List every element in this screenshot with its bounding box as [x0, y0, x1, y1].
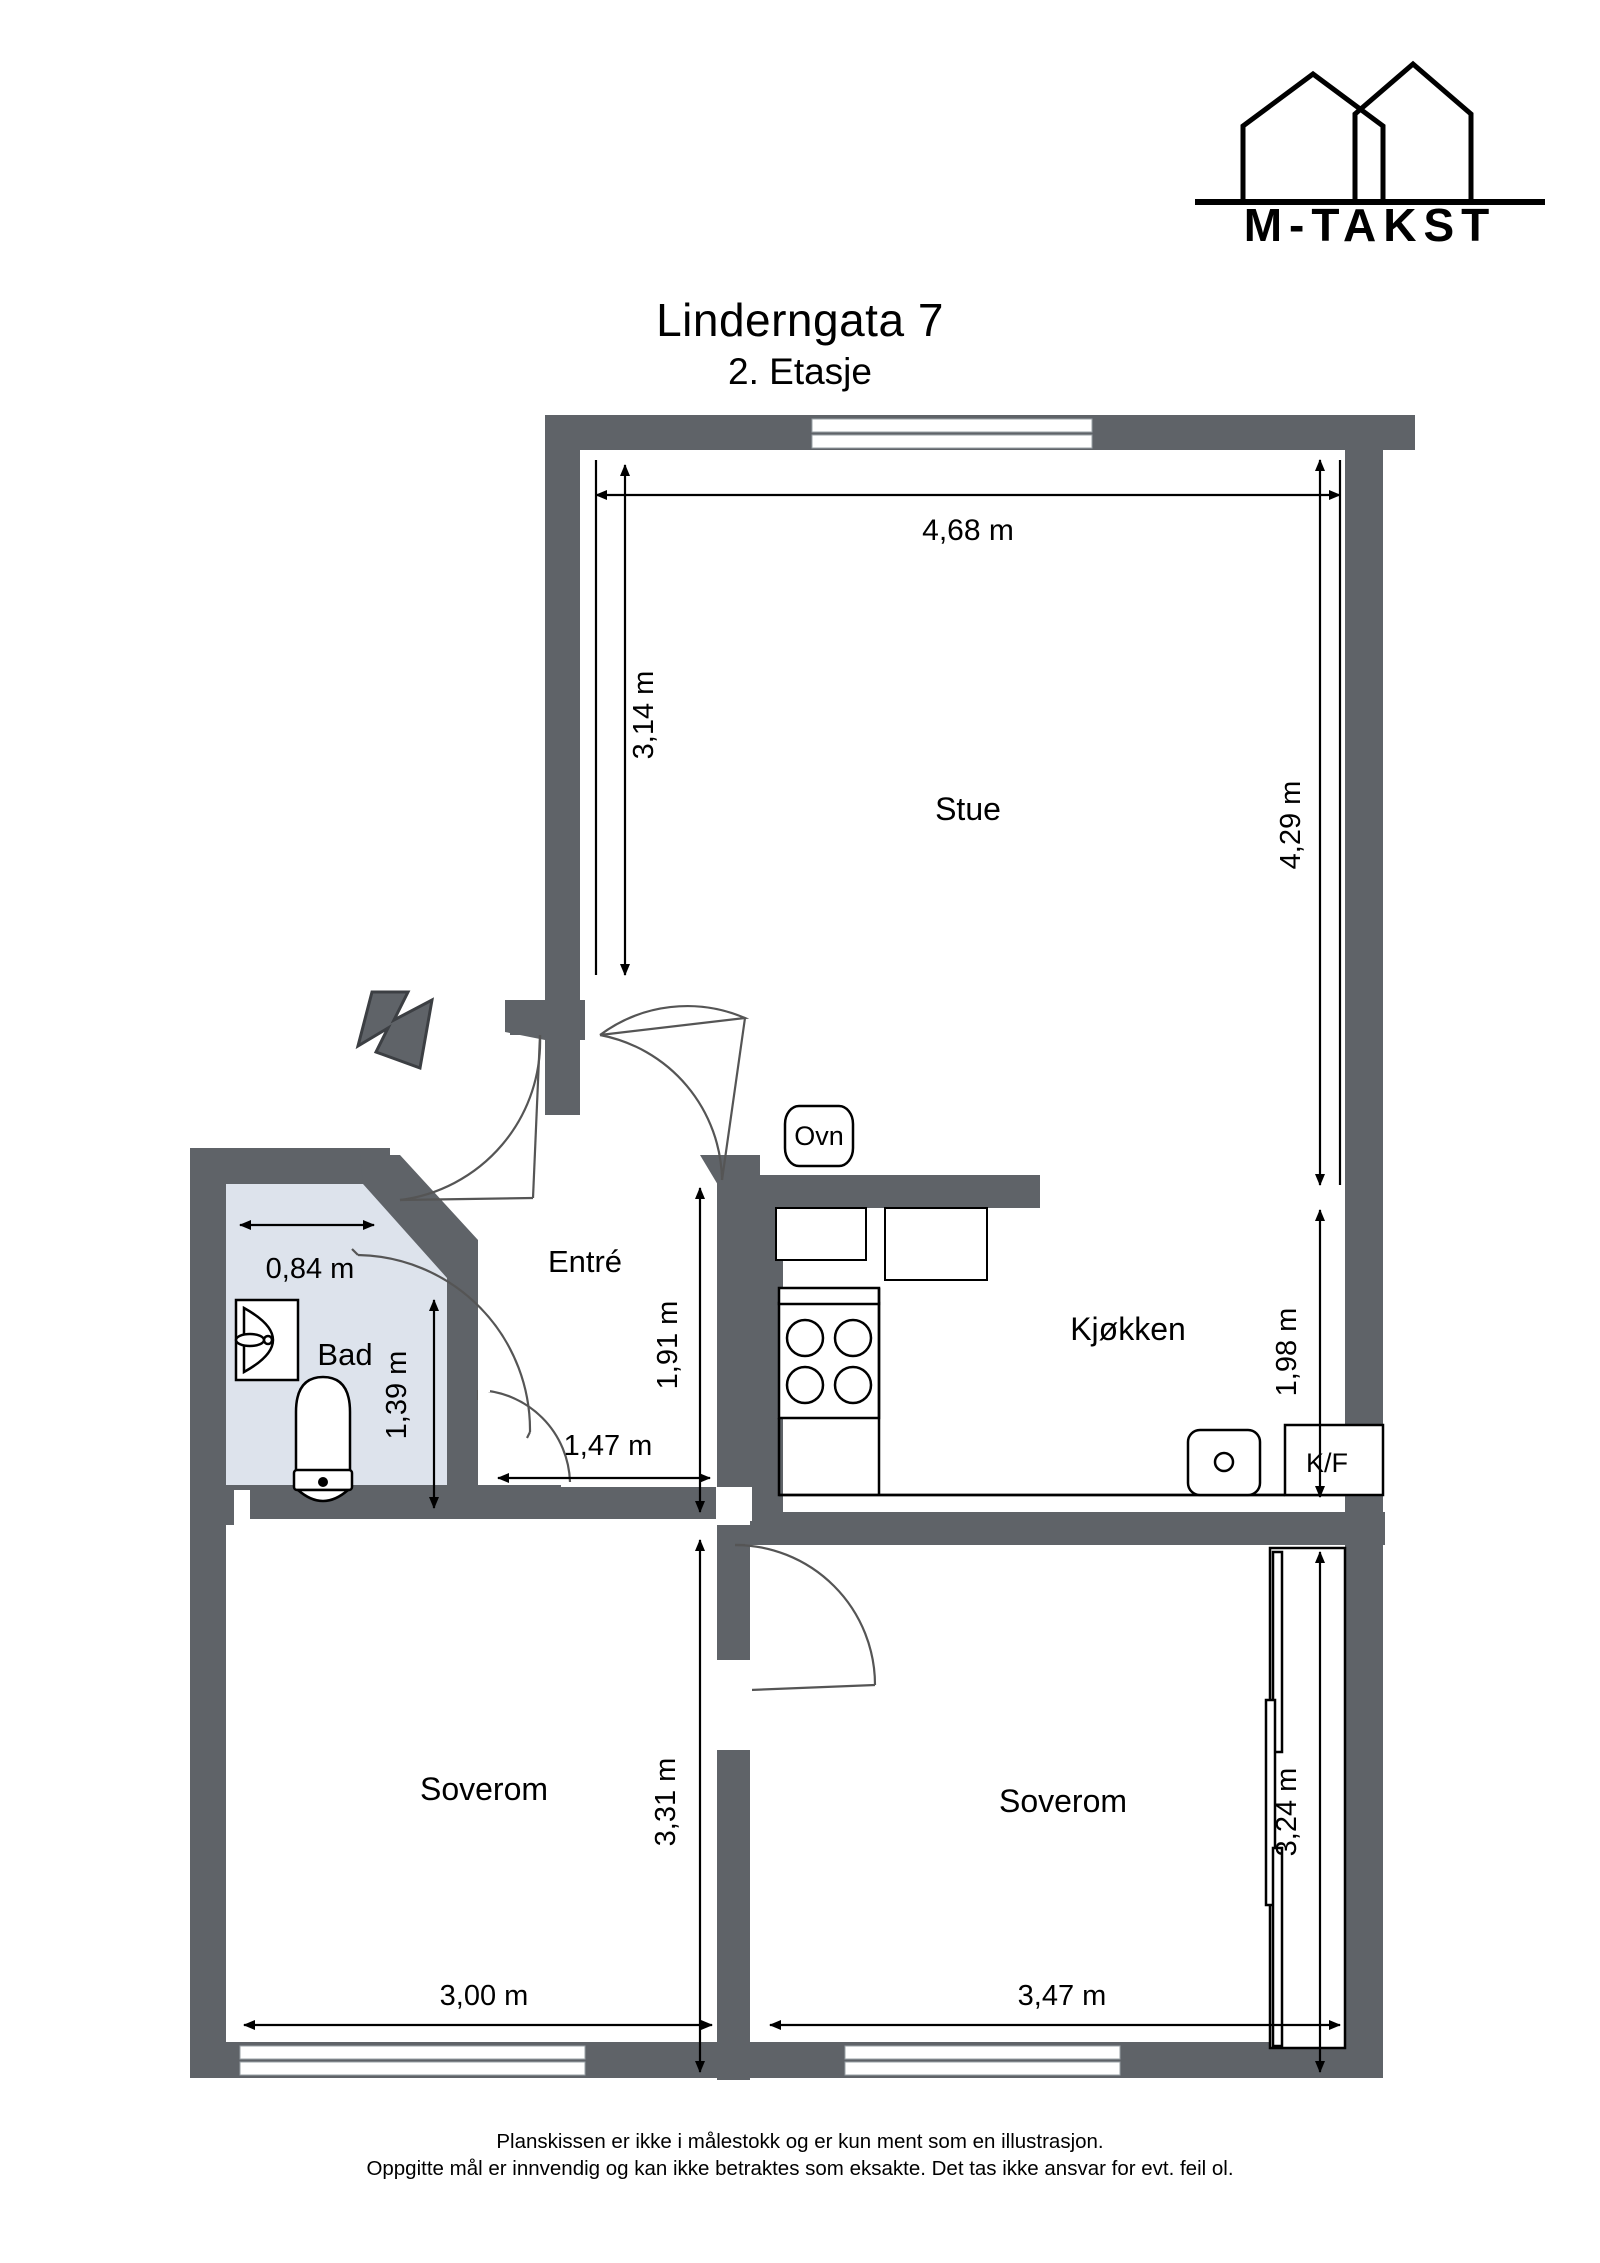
room-label-stue: Stue — [935, 791, 1001, 827]
kitchen-sink-icon — [1186, 1428, 1262, 1497]
room-label-kjokken: Kjøkken — [1070, 1311, 1186, 1347]
dim-soverom-left-width: 3,00 m — [440, 1980, 529, 2012]
dim-stue-width: 4,68 m — [922, 514, 1014, 547]
dim-entre-width: 1,47 m — [564, 1430, 653, 1462]
floor-subtitle: 2. Etasje — [728, 351, 872, 392]
title-block: Linderngata 7 2. Etasje — [0, 295, 1600, 395]
dim-soverom-right-width: 3,47 m — [1018, 1980, 1107, 2012]
door-openings — [478, 1380, 752, 1750]
wall-niche-left — [234, 1490, 264, 1860]
dim-stue-left-height: 3,14 m — [628, 671, 660, 760]
oven-icon: Ovn — [783, 1104, 855, 1168]
page-title: Linderngata 7 — [656, 294, 944, 346]
dim-soverom-right-height: 3,24 m — [1271, 1768, 1303, 1857]
footer-disclaimer: Planskissen er ikke i målestokk og er ku… — [0, 2128, 1600, 2182]
doors — [351, 1004, 877, 1692]
window-soverom-right — [844, 2045, 1121, 2076]
oven-label: Ovn — [794, 1121, 844, 1151]
dim-kjokken-height: 1,98 m — [1271, 1308, 1303, 1397]
brand-logo: M-TAKST — [1185, 50, 1555, 251]
upper-cabinets — [775, 1207, 988, 1281]
room-label-soverom-right: Soverom — [999, 1783, 1127, 1819]
wardrobe-right-bedroom — [1264, 1546, 1347, 2050]
stove-icon — [777, 1286, 881, 1420]
two-houses-icon — [1195, 60, 1545, 205]
dimensions — [239, 459, 1342, 2073]
walls-lower — [190, 1000, 1385, 2080]
entry-arrow-icon — [355, 990, 435, 1071]
window-stue-top — [811, 418, 1093, 449]
dim-bad-height: 1,39 m — [381, 1351, 413, 1440]
sink-icon — [234, 1298, 300, 1382]
room-label-bad: Bad — [317, 1337, 372, 1372]
toilet-icon — [292, 1375, 354, 1503]
dim-entre-height: 1,91 m — [652, 1301, 684, 1390]
window-soverom-left — [239, 2045, 586, 2076]
brand-name: M-TAKST — [1243, 199, 1497, 251]
dim-stue-right-height: 4,29 m — [1275, 781, 1307, 870]
footer-line-1: Planskissen er ikke i målestokk og er ku… — [496, 2130, 1104, 2153]
footer-line-2: Oppgitte mål er innvendig og kan ikke be… — [366, 2157, 1234, 2180]
fridge-freezer: K/F — [1283, 1423, 1385, 1497]
dim-bad-width: 0,84 m — [266, 1253, 355, 1285]
room-label-entre: Entré — [548, 1244, 622, 1279]
room-label-soverom-left: Soverom — [420, 1771, 548, 1807]
fridge-freezer-label: K/F — [1306, 1448, 1348, 1478]
dim-soverom-left-height: 3,31 m — [650, 1758, 682, 1847]
